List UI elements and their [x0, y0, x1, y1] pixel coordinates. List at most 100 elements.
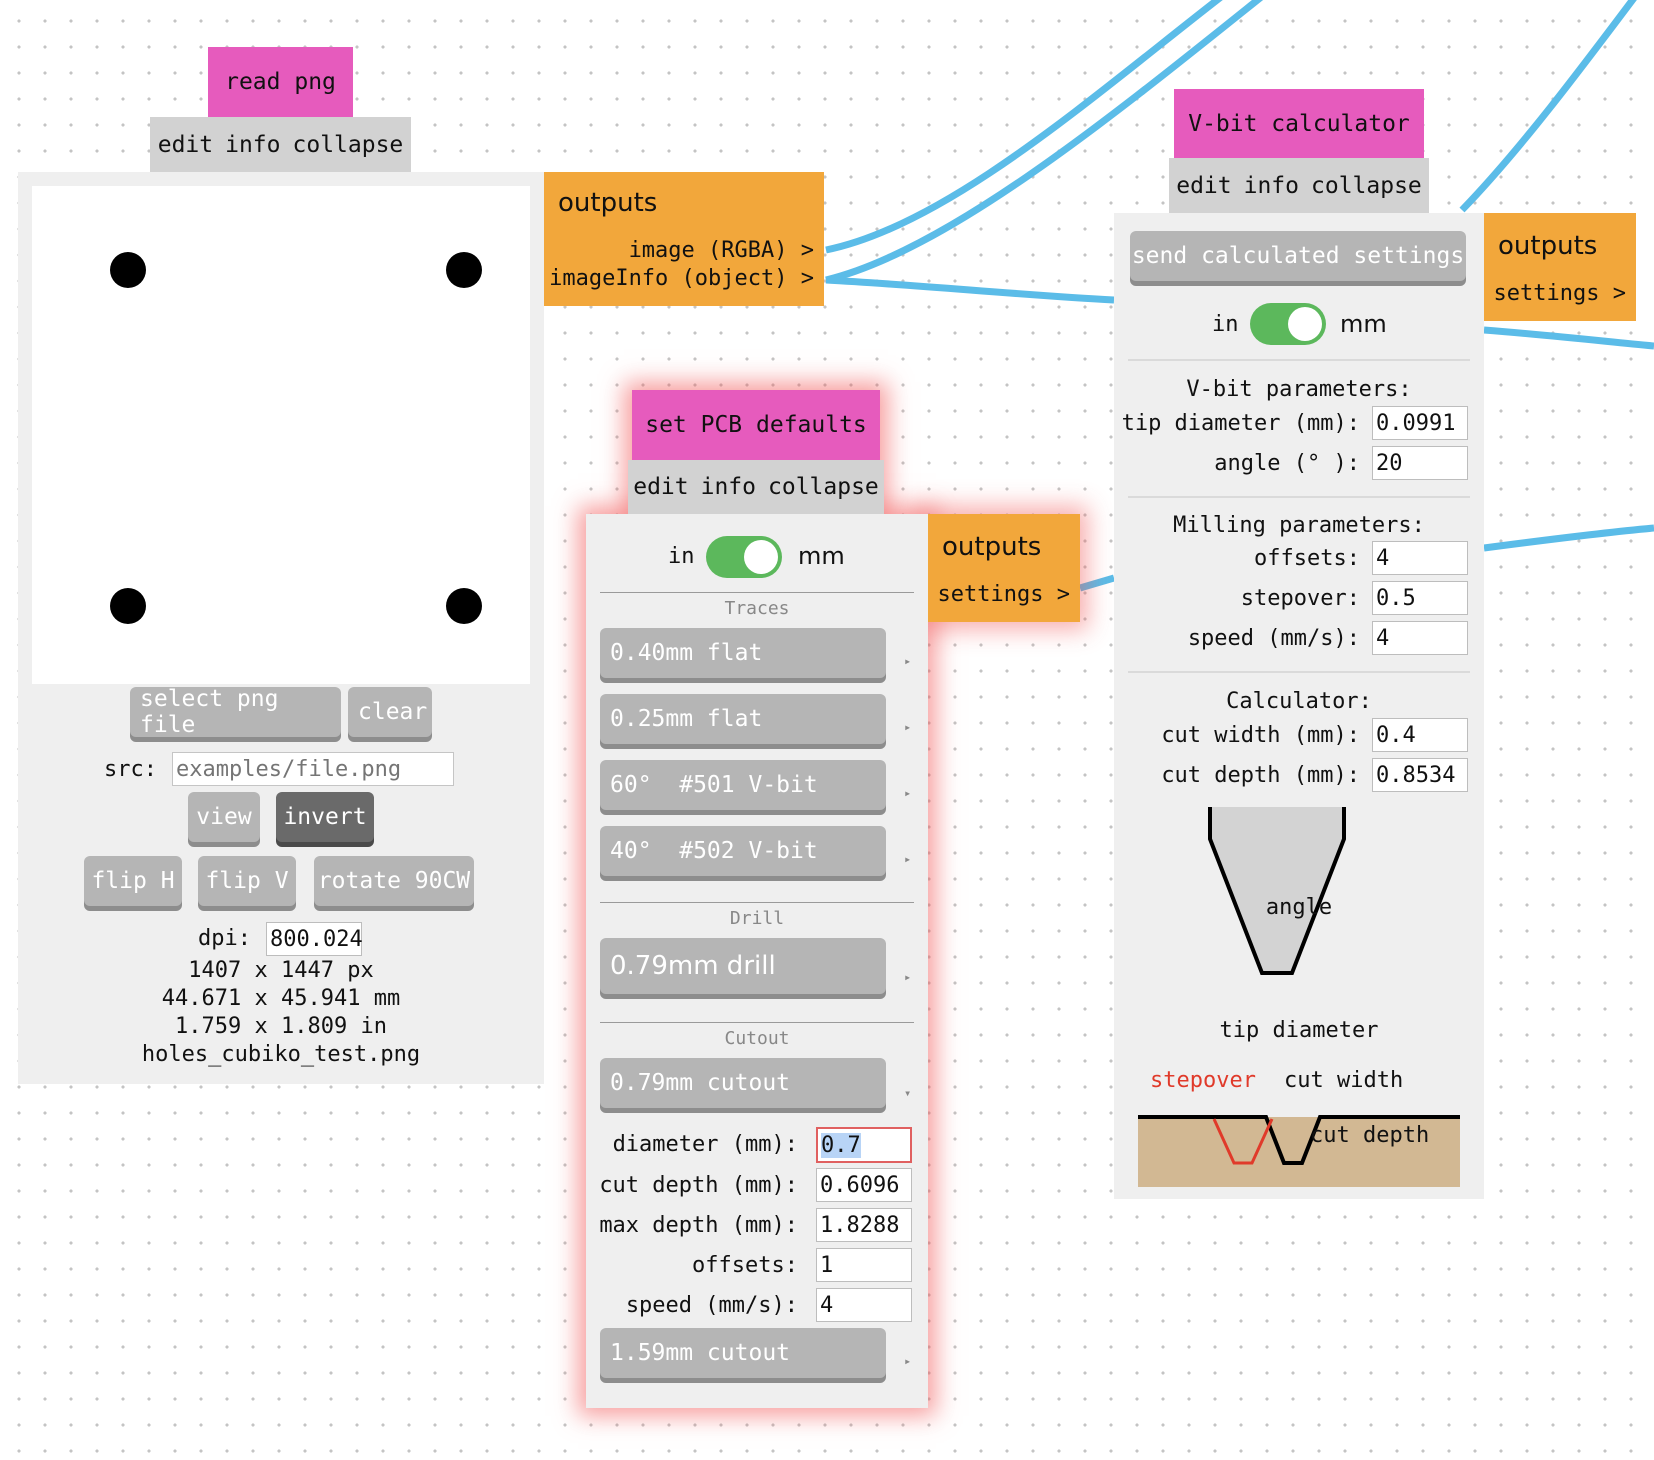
cut-depth-field[interactable]: 0.8534 [1372, 758, 1468, 792]
stepover-profile-line [1212, 1118, 1274, 1165]
edit-link[interactable]: edit [1176, 172, 1232, 199]
view-button[interactable]: view [188, 792, 260, 842]
divider [1128, 671, 1470, 673]
cut-profile-diagram [1138, 1115, 1460, 1187]
diagram-cut-width-label: cut width [1284, 1068, 1404, 1093]
angle-label: angle (° ): [1214, 451, 1360, 476]
outputs-heading: outputs [942, 532, 1042, 562]
vbit-calculator-panel: send calculated settings in mm V-bit par… [1114, 213, 1484, 1199]
offsets-field[interactable]: 1 [816, 1248, 912, 1282]
divider [600, 902, 914, 903]
collapse-link[interactable]: collapse [1311, 172, 1422, 199]
output-settings-port[interactable]: settings > [1493, 281, 1626, 306]
chevron-right-icon[interactable]: ▸ [904, 654, 912, 668]
read-png-outputs: outputs image (RGBA) > imageInfo (object… [544, 172, 824, 306]
diagram-angle-label: angle [1265, 895, 1333, 920]
send-calculated-settings-button[interactable]: send calculated settings [1130, 231, 1466, 281]
output-settings-port[interactable]: settings > [937, 582, 1070, 607]
speed-field[interactable]: 4 [1372, 621, 1468, 655]
vbit-shape [1208, 807, 1346, 975]
read-png-panel: select png file clear src: view invert f… [18, 172, 544, 1084]
tip-diameter-label: tip diameter (mm): [1121, 411, 1360, 436]
trace-preset-025-flat[interactable]: 0.25mm flat [600, 694, 886, 744]
output-imageinfo-port[interactable]: imageInfo (object) > [549, 266, 814, 291]
diameter-value: 0.7 [821, 1132, 861, 1158]
offsets-field[interactable]: 4 [1372, 541, 1468, 575]
rotate-90cw-button[interactable]: rotate 90CW [314, 856, 474, 906]
chevron-right-icon[interactable]: ▸ [904, 786, 912, 800]
chevron-right-icon[interactable]: ▸ [904, 852, 912, 866]
read-png-title[interactable]: read png [208, 47, 353, 117]
src-input[interactable] [172, 752, 454, 786]
cut-depth-label: cut depth (mm): [1161, 763, 1360, 788]
unit-mm-label: mm [1340, 310, 1387, 338]
chevron-down-icon[interactable]: ▾ [904, 1086, 912, 1100]
tip-diameter-field[interactable]: 0.0991 [1372, 406, 1468, 440]
pcb-defaults-title[interactable]: set PCB defaults [632, 390, 880, 460]
trace-preset-60-vbit[interactable]: 60° #501 V-bit [600, 760, 886, 810]
cut-profile-line [1138, 1115, 1460, 1165]
trace-preset-040-flat[interactable]: 0.40mm flat [600, 628, 886, 678]
output-image-port[interactable]: image (RGBA) > [628, 238, 814, 263]
size-mm-text: 44.671 x 45.941 mm [161, 986, 401, 1011]
hole-dot [110, 588, 146, 624]
unit-toggle[interactable] [706, 536, 782, 578]
angle-field[interactable]: 20 [1372, 446, 1468, 480]
divider [1128, 496, 1470, 498]
stepover-field[interactable]: 0.5 [1372, 581, 1468, 615]
vbit-parameters-heading: V-bit parameters: [1186, 377, 1412, 402]
cut-depth-field[interactable]: 0.6096 [816, 1168, 912, 1202]
cut-depth-label: cut depth (mm): [599, 1173, 798, 1198]
speed-label: speed (mm/s): [1187, 626, 1360, 651]
flip-v-button[interactable]: flip V [198, 856, 296, 906]
chevron-right-icon[interactable]: ▸ [904, 970, 912, 984]
edit-link[interactable]: edit [157, 131, 214, 158]
diameter-field[interactable]: 0.7 [816, 1127, 912, 1163]
select-png-file-button[interactable]: select png file [130, 686, 341, 738]
trace-preset-40-vbit[interactable]: 40° #502 V-bit [600, 826, 886, 876]
flip-h-button[interactable]: flip H [84, 856, 182, 906]
divider [600, 592, 914, 593]
vbit-calculator-title-text: V-bit calculator [1188, 110, 1410, 137]
collapse-link[interactable]: collapse [768, 474, 879, 500]
pcb-defaults-panel: in mm Traces 0.40mm flat ▸ 0.25mm flat ▸… [586, 514, 928, 1408]
offsets-label: offsets: [1254, 546, 1360, 571]
diagram-cut-depth-label: cut depth [1310, 1123, 1430, 1148]
offsets-label: offsets: [692, 1253, 798, 1278]
edit-link[interactable]: edit [633, 474, 689, 500]
size-in-text: 1.759 x 1.809 in [175, 1014, 387, 1039]
cutout-preset-159[interactable]: 1.59mm cutout [600, 1328, 886, 1378]
toggle-knob [744, 540, 778, 574]
pcb-defaults-outputs: outputs settings > [928, 514, 1080, 622]
divider [600, 1022, 914, 1023]
info-link[interactable]: info [700, 474, 756, 500]
diagram-tip-diameter-label: tip diameter [1219, 1018, 1379, 1043]
src-label: src: [104, 757, 157, 782]
vbit-calculator-title[interactable]: V-bit calculator [1174, 89, 1424, 158]
speed-field[interactable]: 4 [816, 1288, 912, 1322]
unit-in-label: in [668, 544, 695, 569]
hole-dot [446, 252, 482, 288]
collapse-link[interactable]: collapse [292, 131, 404, 158]
cut-width-field[interactable]: 0.4 [1372, 718, 1468, 752]
info-link[interactable]: info [1243, 172, 1299, 199]
chevron-right-icon[interactable]: ▸ [904, 720, 912, 734]
dpi-field[interactable]: 800.024 [266, 922, 363, 956]
material-block [1138, 1117, 1460, 1187]
invert-button[interactable]: invert [276, 792, 374, 842]
size-px-text: 1407 x 1447 px [188, 958, 374, 983]
info-link[interactable]: info [225, 131, 281, 158]
cutout-preset-079[interactable]: 0.79mm cutout [600, 1058, 886, 1108]
cut-width-label: cut width (mm): [1161, 723, 1360, 748]
drill-preset-079[interactable]: 0.79mm drill [600, 938, 886, 994]
unit-toggle[interactable] [1250, 303, 1326, 345]
clear-button[interactable]: clear [348, 687, 432, 737]
chevron-right-icon[interactable]: ▸ [904, 1354, 912, 1368]
diagram-stepover-label: stepover [1150, 1068, 1256, 1093]
speed-label: speed (mm/s): [625, 1293, 798, 1318]
hole-dot [110, 252, 146, 288]
image-preview [32, 186, 530, 684]
pcb-defaults-toolbar: edit info collapse [628, 460, 884, 514]
max-depth-field[interactable]: 1.8288 [816, 1208, 912, 1242]
